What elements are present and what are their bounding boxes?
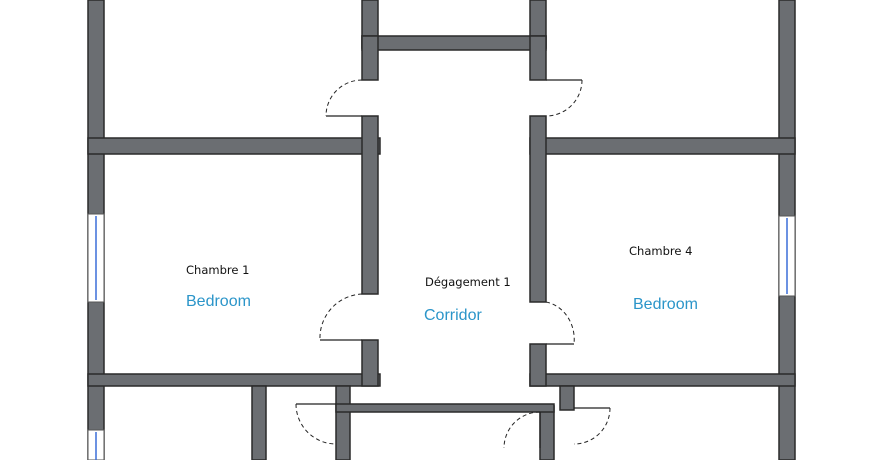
wall-chambre4-bottom: [529, 373, 796, 387]
door-chambre4: [545, 301, 575, 345]
room-labels: Chambre 1 Bedroom Dégagement 1 Corridor …: [186, 244, 698, 324]
label-degagement-1-en: Corridor: [424, 307, 482, 324]
wall-top-right-room-bottom: [529, 137, 796, 155]
wall-bottom-strip: [335, 403, 555, 413]
corridor-wall-right-3: [529, 343, 547, 387]
label-chambre-4-fr: Chambre 4: [629, 244, 692, 258]
label-chambre-4-en: Bedroom: [633, 296, 698, 313]
wall-bottom-mid-left: [335, 385, 351, 460]
label-degagement-1-fr: Dégagement 1: [425, 275, 511, 289]
doors: [295, 79, 611, 449]
windows: [87, 213, 796, 460]
walls: [87, 0, 796, 460]
corridor-wall-left-1: [361, 35, 379, 81]
corridor-wall-right-1: [529, 35, 547, 81]
wall-bottom-right-room-left: [559, 385, 575, 411]
wall-top-left-room-bottom: [87, 137, 381, 155]
door-top-left-room: [325, 79, 363, 117]
door-chambre1: [319, 293, 363, 341]
wall-bottom-mid-right: [539, 405, 555, 460]
door-bottom-left: [295, 403, 337, 445]
wall-chambre1-bottom: [87, 373, 381, 387]
label-chambre-1-fr: Chambre 1: [186, 263, 249, 277]
corridor-wall-left-2: [361, 115, 379, 295]
corridor-wall-right-2: [529, 115, 547, 303]
label-chambre-1-en: Bedroom: [186, 293, 251, 310]
door-bottom-middle: [503, 411, 541, 449]
wall-bottom-left-room-right: [251, 385, 267, 460]
corridor-wall-left-3: [361, 339, 379, 387]
wall-top-small-bottom: [361, 35, 547, 51]
door-bottom-right: [573, 407, 611, 445]
door-top-right-room: [545, 79, 583, 117]
